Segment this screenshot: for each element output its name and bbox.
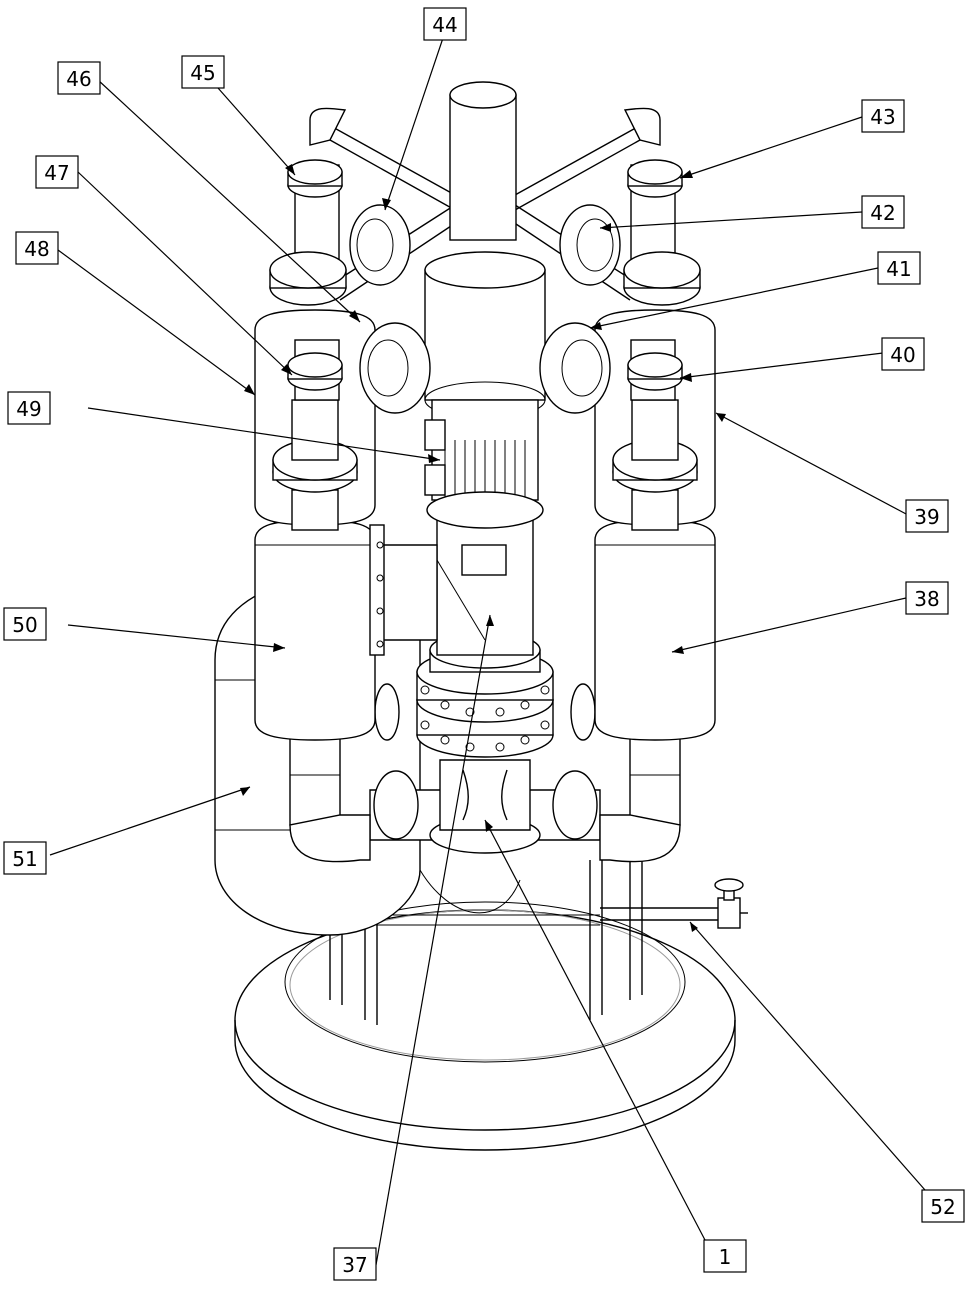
top-outlet-pipe [450,82,516,240]
svg-text:39: 39 [914,505,939,529]
tag-41: 41 [878,252,920,284]
tag-51: 51 [4,842,46,874]
svg-text:50: 50 [12,613,37,637]
svg-text:44: 44 [432,13,457,37]
tag-48: 48 [16,232,58,264]
svg-text:37: 37 [342,1253,367,1277]
tag-44: 44 [424,8,466,40]
svg-text:51: 51 [12,847,37,871]
svg-text:41: 41 [886,257,911,281]
tag-40: 40 [882,338,924,370]
right-lower-pipe [600,735,680,862]
tag-47: 47 [36,156,78,188]
svg-text:1: 1 [719,1245,732,1269]
tag-38: 38 [906,582,948,614]
svg-text:52: 52 [930,1195,955,1219]
right-vessel [595,520,715,740]
svg-text:46: 46 [66,67,91,91]
drain-valve [600,879,748,928]
tag-52: 52 [922,1190,964,1222]
tag-49: 49 [8,392,50,424]
left-vessel [255,520,384,740]
tag-43: 43 [862,100,904,132]
svg-text:47: 47 [44,161,69,185]
tag-39: 39 [906,500,948,532]
svg-text:48: 48 [24,237,49,261]
tag-50: 50 [4,608,46,640]
lower-cross [370,760,600,853]
svg-text:42: 42 [870,201,895,225]
tag-37: 37 [334,1248,376,1280]
svg-text:45: 45 [190,61,215,85]
motor [425,400,543,528]
tag-1: 1 [704,1240,746,1272]
svg-text:38: 38 [914,587,939,611]
svg-text:49: 49 [16,397,41,421]
svg-text:40: 40 [890,343,915,367]
tag-46: 46 [58,62,100,94]
central-pipe [380,520,533,655]
base-plate [235,902,735,1150]
tag-42: 42 [862,196,904,228]
tag-45: 45 [182,56,224,88]
svg-text:43: 43 [870,105,895,129]
